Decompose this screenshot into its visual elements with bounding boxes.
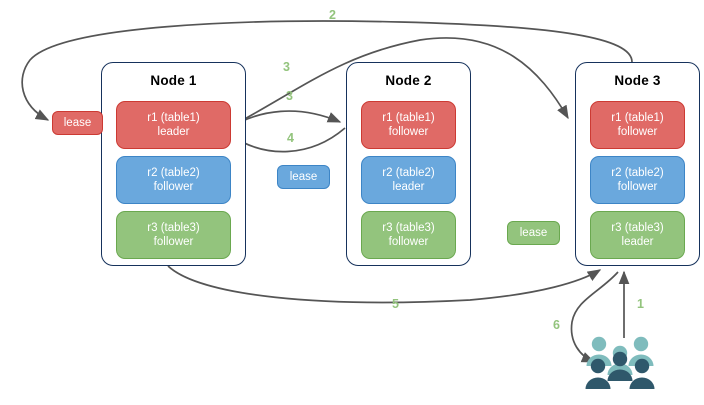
replica-role: leader bbox=[157, 126, 190, 138]
step-label-3-upper: 3 bbox=[283, 60, 290, 74]
replica-name: r3 (table3) bbox=[611, 222, 664, 234]
lease-badge-green: lease bbox=[507, 221, 560, 245]
replica-role: leader bbox=[392, 181, 425, 193]
replica-node2-r1: r1 (table1) follower bbox=[361, 101, 456, 149]
node-box-1: Node 1 r1 (table1) leader r2 (table2) fo… bbox=[101, 62, 246, 266]
replica-node1-r1: r1 (table1) leader bbox=[116, 101, 231, 149]
step-label-3-lower: 3 bbox=[286, 89, 293, 103]
replica-node1-r3: r3 (table3) follower bbox=[116, 211, 231, 259]
replica-role: follower bbox=[388, 236, 429, 248]
lease-badge-red: lease bbox=[52, 111, 103, 135]
replica-role: leader bbox=[621, 236, 654, 248]
node-title-2: Node 2 bbox=[385, 73, 432, 88]
replica-name: r2 (table2) bbox=[382, 167, 435, 179]
users-group-icon bbox=[584, 334, 656, 390]
step-label-6: 6 bbox=[553, 318, 560, 332]
replica-name: r1 (table1) bbox=[611, 112, 664, 124]
step-label-4: 4 bbox=[287, 131, 294, 145]
replica-node1-r2: r2 (table2) follower bbox=[116, 156, 231, 204]
node-title-3: Node 3 bbox=[614, 73, 661, 88]
replica-role: follower bbox=[617, 126, 658, 138]
replica-role: follower bbox=[153, 236, 194, 248]
replica-role: follower bbox=[388, 126, 429, 138]
step-label-2: 2 bbox=[329, 8, 336, 22]
node-box-3: Node 3 r1 (table1) follower r2 (table2) … bbox=[575, 62, 700, 266]
replica-name: r3 (table3) bbox=[147, 222, 200, 234]
lease-badge-blue: lease bbox=[277, 165, 330, 189]
replica-node3-r1: r1 (table1) follower bbox=[590, 101, 685, 149]
node-box-2: Node 2 r1 (table1) follower r2 (table2) … bbox=[346, 62, 471, 266]
replica-name: r2 (table2) bbox=[147, 167, 200, 179]
step-label-1: 1 bbox=[637, 297, 644, 311]
step-label-5: 5 bbox=[392, 297, 399, 311]
node-title-1: Node 1 bbox=[150, 73, 197, 88]
replica-node3-r2: r2 (table2) follower bbox=[590, 156, 685, 204]
replica-node2-r2: r2 (table2) leader bbox=[361, 156, 456, 204]
replica-node2-r3: r3 (table3) follower bbox=[361, 211, 456, 259]
replica-node3-r3: r3 (table3) leader bbox=[590, 211, 685, 259]
replica-role: follower bbox=[153, 181, 194, 193]
replica-name: r1 (table1) bbox=[147, 112, 200, 124]
replica-name: r3 (table3) bbox=[382, 222, 435, 234]
replica-name: r1 (table1) bbox=[382, 112, 435, 124]
arrow-step-5 bbox=[167, 265, 602, 304]
replica-role: follower bbox=[617, 181, 658, 193]
replica-name: r2 (table2) bbox=[611, 167, 664, 179]
